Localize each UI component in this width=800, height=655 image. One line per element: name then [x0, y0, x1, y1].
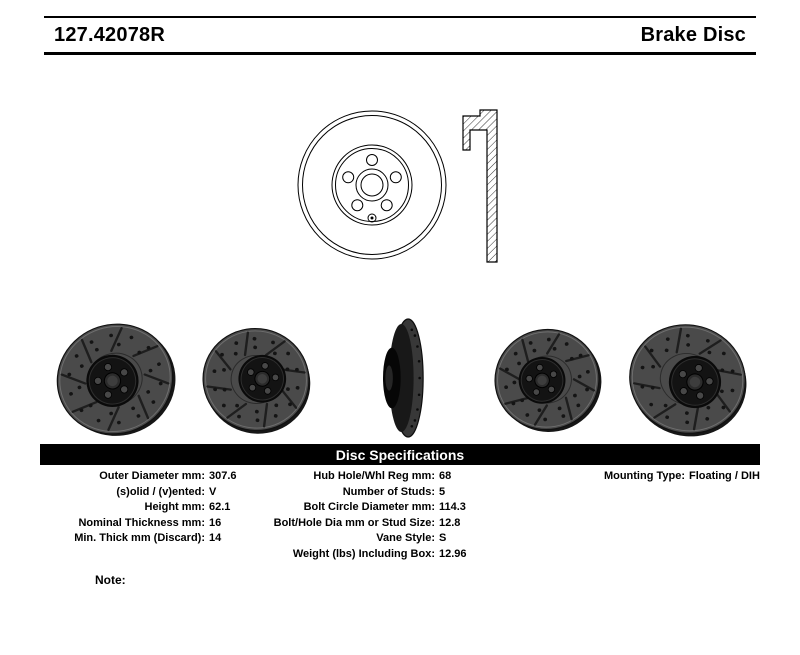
- spec-row: Outer Diameter mm: 307.6: [30, 469, 237, 485]
- spec-label: Bolt Circle Diameter mm:: [303, 501, 435, 513]
- spec-row: Hub Hole/Whl Reg mm: 68: [240, 469, 467, 485]
- spec-label: Number of Studs:: [342, 485, 435, 498]
- spec-label: Weight (lbs) Including Box:: [292, 547, 435, 560]
- spec-row: Min. Thick mm (Discard): 14: [30, 531, 237, 547]
- spec-value: 114.3: [439, 501, 466, 513]
- spec-banner-title: Disc Specifications: [335, 446, 465, 463]
- spec-value: 14: [209, 532, 222, 544]
- spec-row: Bolt/Hole Dia mm or Stud Size: 12.8: [240, 516, 467, 532]
- spec-value: 12.96: [439, 547, 467, 560]
- spec-value: S: [439, 532, 447, 544]
- front-view-drawing: [297, 110, 447, 260]
- spec-label: Hub Hole/Whl Reg mm:: [313, 470, 435, 482]
- cross-section-drawing: [462, 109, 498, 263]
- spec-label: Min. Thick mm (Discard):: [74, 532, 205, 544]
- technical-drawing: [297, 109, 498, 263]
- spec-row: Mounting Type: Floating / DIH: [575, 469, 760, 485]
- spec-column-left: Outer Diameter mm: 307.6 (s)olid / (v)en…: [30, 469, 237, 547]
- spec-value: 307.6: [209, 470, 237, 482]
- spec-label: Height mm:: [144, 501, 206, 513]
- spec-row: Vane Style: S: [240, 531, 467, 547]
- rotor-photo-angled-right: [629, 324, 747, 437]
- spec-column-middle: Hub Hole/Whl Reg mm: 68 Number of Studs:…: [240, 469, 467, 562]
- spec-label: Vane Style:: [376, 532, 435, 544]
- spec-label: Nominal Thickness mm:: [78, 516, 205, 529]
- rotor-photo-angled-left: [56, 323, 176, 436]
- spec-value: Floating / DIH: [689, 470, 760, 482]
- rotor-photo-edge-profile: [383, 318, 424, 438]
- header-bar: 127.42078R Brake Disc: [44, 16, 756, 55]
- spec-row: (s)olid / (v)ented: V: [30, 485, 237, 501]
- product-title: Brake Disc: [640, 23, 746, 46]
- spec-row: Weight (lbs) Including Box: 12.96: [240, 547, 467, 563]
- spec-row: Number of Studs: 5: [240, 485, 467, 501]
- spec-column-right: Mounting Type: Floating / DIH: [575, 469, 760, 485]
- spec-value: V: [209, 485, 217, 498]
- note-label: Note:: [95, 573, 126, 587]
- spec-label: (s)olid / (v)ented:: [116, 485, 205, 498]
- rotor-photo-angled-front: [202, 327, 311, 434]
- spec-value: 5: [439, 485, 446, 498]
- spec-label: Mounting Type:: [603, 470, 685, 482]
- spec-banner: Disc Specifications: [40, 444, 760, 465]
- part-number: 127.42078R: [54, 23, 165, 46]
- spec-value: 16: [209, 516, 222, 529]
- spec-value: 68: [439, 470, 452, 482]
- spec-value: 62.1: [209, 501, 231, 513]
- spec-row: Bolt Circle Diameter mm: 114.3: [240, 500, 467, 516]
- rotor-photo-angled-front-2: [494, 328, 602, 432]
- spec-value: 12.8: [439, 516, 461, 529]
- spec-label: Bolt/Hole Dia mm or Stud Size:: [273, 516, 435, 529]
- spec-label: Outer Diameter mm:: [99, 470, 205, 482]
- spec-row: Height mm: 62.1: [30, 500, 237, 516]
- spec-row: Nominal Thickness mm: 16: [30, 516, 237, 532]
